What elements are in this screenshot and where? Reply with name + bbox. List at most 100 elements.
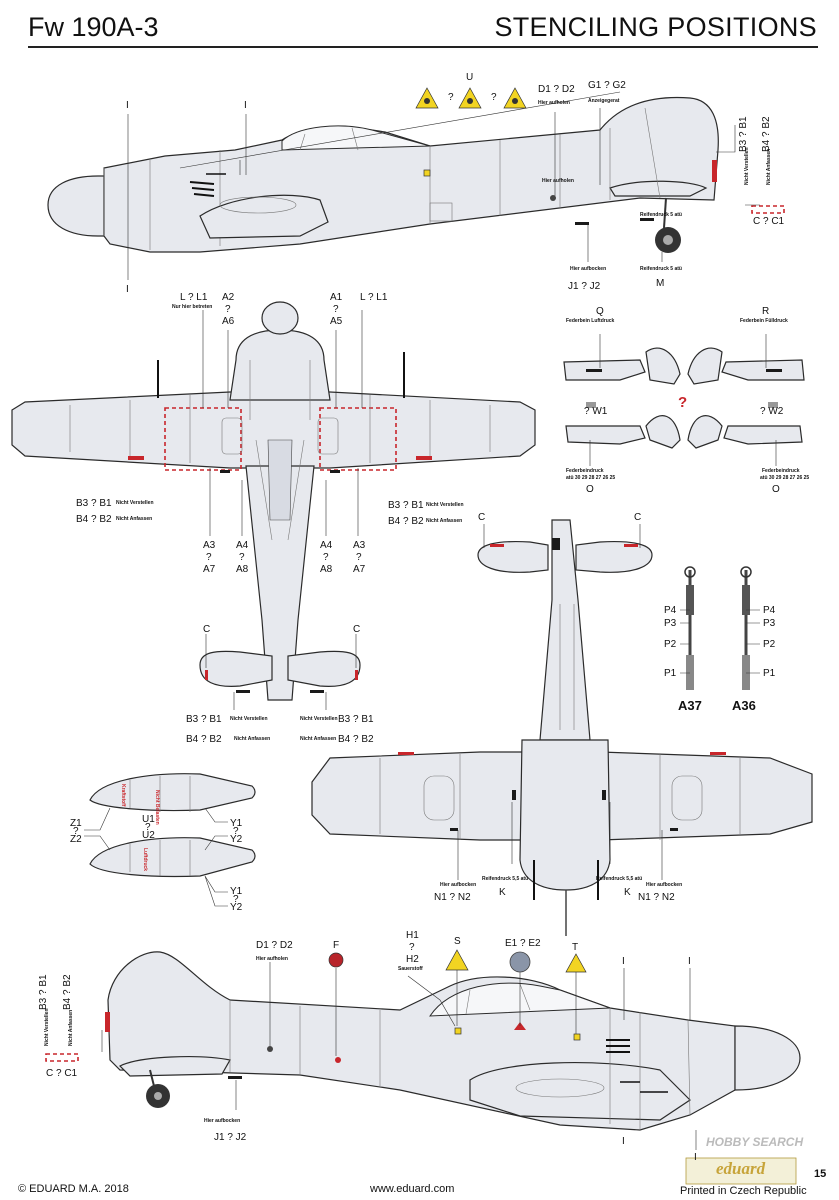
i-mark-2: I [244, 100, 247, 111]
label-N-right: N1 ? N2 [638, 892, 675, 903]
label-A8-left: A8 [236, 564, 249, 575]
label-B-right-1: B3 ? B1 [388, 500, 424, 511]
label-nicht-anfassen-top: Nicht Anfassen [766, 148, 772, 185]
footer-copyright: © EDUARD M.A. 2018 [18, 1183, 129, 1195]
label-q-A1: ? [333, 304, 339, 315]
label-q-A3-left: ? [206, 552, 212, 563]
label-tail-nicht-anfassen-l: Nicht Anfassen [234, 736, 271, 742]
label-A5: A5 [330, 316, 343, 327]
label-Z2: Z2 [70, 834, 82, 845]
i-mark-b-3: I [694, 1152, 697, 1163]
label-P4-right: P4 [763, 605, 776, 616]
label-S: S [454, 936, 461, 947]
label-U2: U2 [142, 830, 155, 841]
label-tank-kraftstoff: Kraftstoff [120, 784, 126, 807]
label-W2: ? W2 [760, 406, 784, 417]
label-A3-left: A3 [203, 540, 216, 551]
label-nicht-anfassen-bottom: Nicht Anfassen [68, 1009, 74, 1046]
label-P3-right: P3 [763, 618, 776, 629]
label-reifendruck-ur: Reifendruck 5,5 atü [596, 876, 643, 882]
label-nicht-verstellen-ul: Nicht Verstellen [116, 500, 154, 506]
label-federbeindruck-left: Federbeindruck [566, 468, 604, 474]
label-B-vert-2-top: B4 ? B2 [761, 116, 772, 152]
label-J-bottom: J1 ? J2 [214, 1132, 247, 1143]
label-q-A3-right: ? [356, 552, 362, 563]
label-O-right: O [772, 484, 780, 495]
label-C-top: C ? C1 [753, 216, 785, 227]
i-mark-b-2: I [688, 956, 691, 967]
label-M: M [656, 278, 665, 289]
label-P1-left: P1 [664, 668, 677, 679]
label-H2: H2 [406, 954, 419, 965]
label-tail-nicht-verstellen-r: Nicht Verstellen [300, 716, 338, 722]
label-O-left: O [586, 484, 594, 495]
label-P2-right: P2 [763, 639, 776, 650]
label-G: G1 ? G2 [588, 80, 626, 91]
label-Y2: Y2 [230, 834, 243, 845]
label-B-vert-1-bottom: B3 ? B1 [38, 974, 49, 1010]
label-anzeigegerat: Anzeigegerat [588, 98, 620, 104]
label-q-Y-b: ? [233, 894, 239, 905]
label-q-red: ? [678, 394, 688, 411]
label-A6: A6 [222, 316, 235, 327]
label-tail-B-right-2: B4 ? B2 [338, 734, 374, 745]
label-C-bottom: C ? C1 [46, 1068, 78, 1079]
label-D-bottom: D1 ? D2 [256, 940, 293, 951]
label-F: F [333, 940, 340, 951]
drop-tank [84, 773, 256, 907]
label-A7-right: A7 [353, 564, 366, 575]
label-A36: A36 [732, 698, 756, 713]
label-C-upper-left: C [478, 512, 486, 523]
eduard-badge [685, 1157, 797, 1185]
label-D-top: D1 ? D2 [538, 84, 575, 95]
header-rule [28, 46, 818, 48]
label-T: T [572, 942, 579, 953]
flap-details [563, 334, 805, 466]
label-hier-aufbocken-top: Hier aufbocken [570, 266, 607, 272]
footer-url[interactable]: www.eduard.com [370, 1183, 455, 1195]
label-hier-aufholen-top: Hier aufholen [538, 100, 570, 106]
label-nicht-verstellen-ur: Nicht Verstellen [426, 502, 464, 508]
label-atu-left: atü 30 29 28 27 26 25 [566, 475, 616, 481]
label-federbeindruck-right: Federbeindruck [762, 468, 800, 474]
label-P3-left: P3 [664, 618, 677, 629]
page-title-right: STENCILING POSITIONS [494, 12, 817, 42]
label-q-H: ? [409, 942, 415, 953]
label-reifendruck-small: Reifendruck 5 atü [640, 212, 682, 218]
label-q-U: ? [145, 822, 151, 833]
label-reifendruck-top: Reifendruck 5 atü [640, 266, 682, 272]
label-q-1: ? [448, 92, 454, 103]
watermark: HOBBY SEARCH [706, 1135, 804, 1149]
label-tail-nicht-anfassen-r: Nicht Anfassen [300, 736, 337, 742]
label-nicht-verstellen-bottom: Nicht Verstellen [44, 1008, 50, 1046]
label-A7-left: A7 [203, 564, 216, 575]
label-A37: A37 [678, 698, 702, 713]
label-C-tail-left: C [203, 624, 211, 635]
label-q-A4-right: ? [323, 552, 329, 563]
label-A2: A2 [222, 292, 235, 303]
bottom-side-view [45, 949, 801, 1150]
label-nicht-anfassen-ur: Nicht Anfassen [426, 518, 463, 524]
label-nicht-verstellen-top: Nicht Verstellen [744, 147, 750, 185]
label-federbein-right: Federbein Fülldruck [740, 318, 788, 324]
label-q-2: ? [491, 92, 497, 103]
label-tail-nicht-verstellen-l: Nicht Verstellen [230, 716, 268, 722]
label-K-right: K [624, 887, 631, 898]
label-tail-B-right-1: B3 ? B1 [338, 714, 374, 725]
label-A3-right: A3 [353, 540, 366, 551]
label-Q: Q [596, 306, 604, 317]
label-reifendruck-ul: Reifendruck 5,5 atü [482, 876, 529, 882]
label-E: E1 ? E2 [505, 938, 541, 949]
label-nicht-anfassen-ul: Nicht Anfassen [116, 516, 153, 522]
label-hier-aufholen-bottom: Hier aufholen [256, 956, 288, 962]
i-mark-b-1: I [622, 956, 625, 967]
i-mark-3: I [126, 284, 129, 295]
label-Y2-b: Y2 [230, 902, 243, 913]
label-P2-left: P2 [664, 639, 677, 650]
label-B-left-1: B3 ? B1 [76, 498, 112, 509]
label-tank-nicht-belasten: Nicht Belasten [154, 790, 160, 825]
label-U: U [466, 72, 474, 83]
page-number: 15 [814, 1168, 827, 1180]
label-q-Z: ? [73, 826, 79, 837]
